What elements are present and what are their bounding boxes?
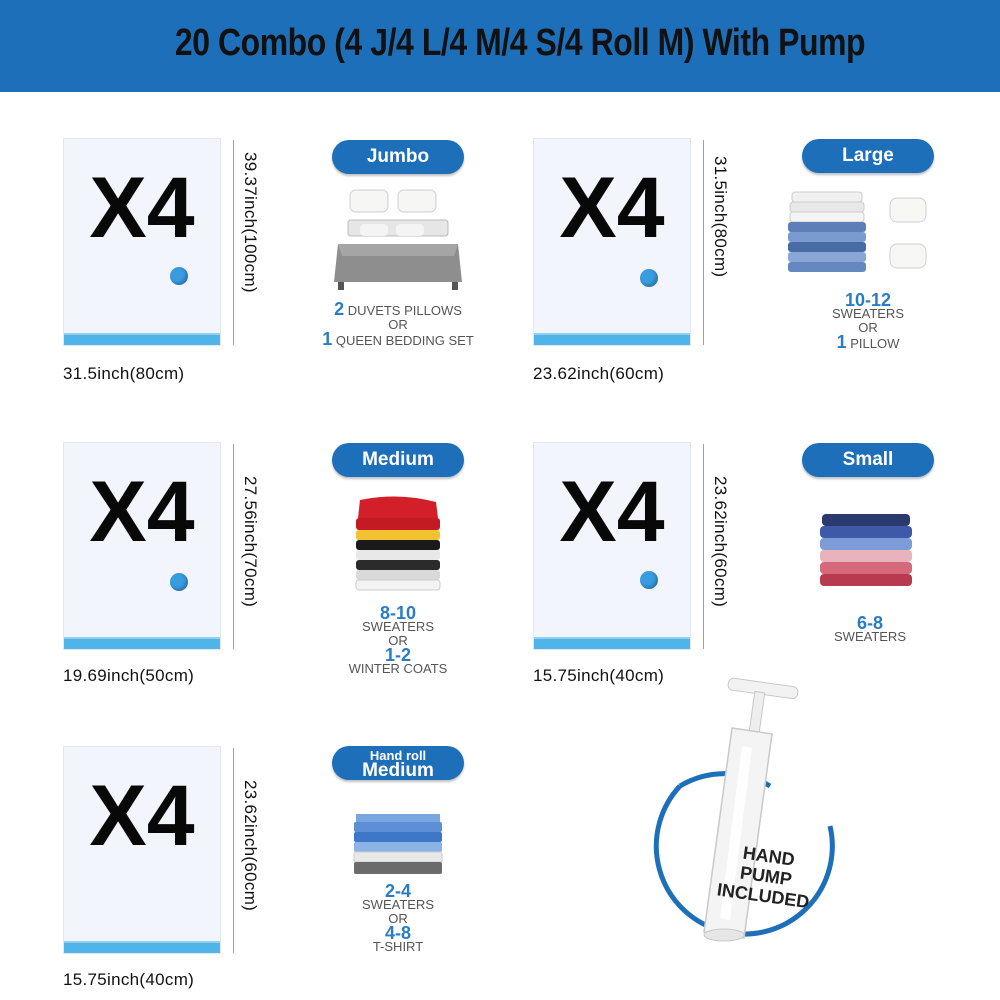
capacity-number: 2-4	[384, 881, 411, 901]
bag-small: X4	[533, 442, 691, 650]
bag-height-label: 39.37inch(100cm)	[241, 152, 260, 293]
jumbo-capacity: 2 DUVETS PILLOWS OR 1 QUEEN BEDDING SET	[300, 299, 496, 349]
capacity-text: DUVETS PILLOWS	[347, 303, 462, 318]
bag-large: X4	[533, 138, 691, 346]
roll-capacity: 2-4 SWEATERS OR 4-8 T-SHIRT	[330, 881, 466, 954]
bag-height-label: 27.56inch(70cm)	[241, 476, 260, 608]
size-badge-small: Small	[802, 443, 934, 477]
or-text: OR	[858, 320, 878, 335]
dimension-line	[233, 748, 234, 953]
zipper	[64, 333, 220, 345]
dimension-line	[703, 444, 704, 649]
bag-width-label: 15.75inch(40cm)	[533, 666, 665, 685]
size-label: Medium	[362, 449, 434, 470]
zipper	[534, 333, 690, 345]
valve-icon	[640, 571, 658, 589]
zipper	[64, 637, 220, 649]
small-sweaters-image	[820, 514, 912, 586]
or-text: OR	[388, 633, 408, 648]
capacity-text: SWEATERS	[362, 619, 434, 634]
capacity-text: SWEATERS	[834, 629, 906, 644]
capacity-number: 6-8	[856, 613, 883, 633]
capacity-text: QUEEN BEDDING SET	[335, 333, 474, 348]
capacity-text: SWEATERS	[832, 306, 904, 321]
bag-quantity: X4	[559, 464, 665, 560]
sweaters-pillows-image	[788, 191, 927, 272]
bag-jumbo: X4	[63, 138, 221, 346]
dimension-line	[233, 140, 234, 345]
bag-roll-medium: X4	[63, 746, 221, 954]
small-capacity: 6-8 SWEATERS	[802, 613, 938, 644]
sweater-stack-image	[355, 496, 441, 591]
size-label: Large	[842, 145, 894, 166]
capacity-number: 1	[322, 329, 333, 349]
capacity-number: 2	[334, 299, 345, 319]
capacity-text: PILLOW	[850, 336, 900, 351]
capacity-number: 1	[836, 332, 847, 352]
header-banner: 20 Combo (4 J/4 L/4 M/4 S/4 Roll M) With…	[0, 0, 1000, 92]
bag-width-label: 19.69inch(50cm)	[63, 666, 195, 685]
bed-image	[334, 189, 462, 290]
size-label: Medium	[362, 760, 434, 781]
bag-quantity: X4	[89, 464, 195, 560]
capacity-text: T-SHIRT	[372, 939, 424, 954]
capacity-number: 4-8	[384, 923, 411, 943]
shirts-stack-image	[353, 814, 443, 874]
or-text: OR	[388, 911, 408, 926]
bag-height-label: 23.62inch(60cm)	[241, 780, 260, 912]
size-sublabel: Hand roll	[369, 748, 427, 763]
zipper	[534, 637, 690, 649]
bag-medium: X4	[63, 442, 221, 650]
dimension-line	[703, 140, 704, 345]
size-label: Small	[842, 449, 894, 470]
bag-width-label: 23.62inch(60cm)	[533, 364, 665, 383]
bag-width-label: 15.75inch(40cm)	[63, 970, 195, 989]
zipper	[64, 941, 220, 953]
dimension-line	[233, 444, 234, 649]
large-capacity: 10-12 SWEATERS OR 1 PILLOW	[800, 290, 936, 352]
bag-quantity: X4	[559, 160, 665, 256]
bag-width-label: 31.5inch(80cm)	[63, 364, 185, 383]
capacity-number: 10-12	[844, 290, 892, 310]
size-badge-jumbo: Jumbo	[332, 140, 464, 174]
bag-quantity: X4	[89, 768, 195, 864]
medium-capacity: 8-10 SWEATERS OR 1-2 WINTER COATS	[330, 603, 466, 676]
capacity-number: 8-10	[379, 603, 417, 623]
page-title: 20 Combo (4 J/4 L/4 M/4 S/4 Roll M) With…	[174, 22, 866, 64]
size-badge-medium: Medium	[332, 443, 464, 477]
valve-icon	[170, 573, 188, 591]
bag-height-label: 31.5inch(80cm)	[711, 156, 730, 278]
bag-height-label: 23.62inch(60cm)	[711, 476, 730, 608]
bag-quantity: X4	[89, 160, 195, 256]
hand-pump-image	[653, 677, 835, 942]
or-text: OR	[388, 317, 408, 332]
capacity-text: WINTER COATS	[348, 661, 448, 676]
size-badge-roll-medium: Hand roll Medium	[332, 746, 464, 780]
valve-icon	[640, 269, 658, 287]
capacity-number: 1-2	[384, 645, 411, 665]
size-label: Jumbo	[366, 146, 430, 167]
valve-icon	[170, 267, 188, 285]
size-badge-large: Large	[802, 139, 934, 173]
capacity-text: SWEATERS	[362, 897, 434, 912]
